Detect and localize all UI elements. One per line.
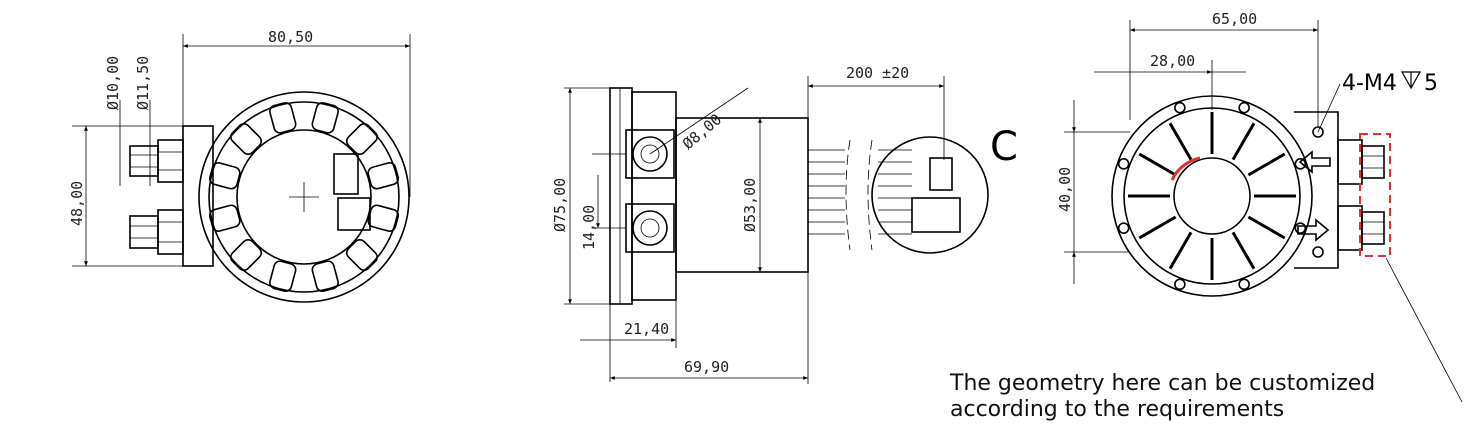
- right-fitting-bottom: [1337, 205, 1385, 251]
- detail-circle: [871, 136, 989, 254]
- detail-connector-top: [929, 157, 953, 191]
- middle-view: C 200 ±20 Ø8,00 Ø75,00 14,00 Ø53,00 21,4…: [551, 64, 1018, 384]
- dim-spacing: 14,00: [580, 205, 598, 250]
- dim-cable-length: 200 ±20: [846, 64, 909, 82]
- screw-hole: [1117, 158, 1130, 170]
- spoke: [1231, 231, 1256, 270]
- flow-in-arrow: [1298, 150, 1331, 174]
- left-fitting-bottom: [129, 209, 184, 255]
- ring-slot: [230, 123, 263, 156]
- right-hub: [1173, 157, 1251, 235]
- thread-depth: 5: [1424, 71, 1438, 96]
- dim-overall-width: 80,50: [268, 28, 313, 46]
- screw-hole: [1117, 222, 1130, 234]
- screw-hole: [1238, 278, 1250, 291]
- middle-housing: [631, 91, 677, 301]
- screw-hole: [1294, 222, 1307, 234]
- dim-dia-inner: Ø10,00: [104, 56, 122, 110]
- note-line-2: according to the requirements: [950, 397, 1284, 422]
- rotation-arrow: [1170, 156, 1201, 181]
- right-manifold: [1294, 111, 1339, 269]
- right-screw-holes: [1117, 101, 1307, 291]
- ring-slot: [367, 162, 400, 190]
- left-rear-block: [182, 125, 214, 267]
- ring-slot: [311, 260, 339, 293]
- dim-dia-rotor: Ø53,00: [741, 178, 759, 232]
- left-fitting-top: [129, 139, 184, 183]
- dim-height: 48,00: [68, 181, 86, 226]
- ring-slot: [208, 204, 241, 232]
- spoke: [1168, 231, 1193, 270]
- left-outer-ring: [198, 91, 410, 303]
- ring-slot: [269, 260, 297, 293]
- dim-half-width: 28,00: [1150, 52, 1195, 70]
- dim-dia-outer: Ø11,50: [134, 56, 152, 110]
- middle-fitting-bottom: [625, 203, 675, 253]
- spoke: [1138, 215, 1177, 240]
- flow-out-arrow: [1297, 218, 1330, 242]
- left-ring-slots: [208, 101, 400, 293]
- detail-connector-bottom: [911, 197, 961, 233]
- spoke: [1247, 152, 1286, 177]
- screw-hole: [1174, 278, 1186, 291]
- note-line-1: The geometry here can be customized: [949, 371, 1375, 396]
- left-center-bore: [236, 129, 372, 265]
- dim-flange: 21,40: [624, 320, 669, 338]
- customizable-region: [1359, 133, 1391, 257]
- dim-dia-small: Ø8,00: [679, 110, 725, 153]
- screw-hole: [1174, 101, 1186, 114]
- ring-slot: [345, 238, 378, 271]
- middle-rotor-body: [675, 117, 809, 273]
- right-fitting-top: [1337, 139, 1385, 185]
- ring-slot: [269, 101, 297, 134]
- ring-slot: [311, 101, 339, 134]
- middle-flange-plate: [609, 87, 633, 305]
- ring-slot: [208, 162, 241, 190]
- ring-slot: [367, 204, 400, 232]
- thread-note: 4-M4: [1342, 71, 1397, 96]
- left-view: 80,50 Ø10,00 Ø11,50 48,00: [68, 28, 411, 303]
- ring-slot: [345, 123, 378, 156]
- ring-slot: [230, 238, 263, 271]
- depth-symbol-icon: [1400, 71, 1422, 90]
- middle-cable-wires: [808, 149, 912, 235]
- spoke: [1138, 152, 1177, 177]
- right-view: 65,00 28,00 40,00 4-M4 5: [1056, 10, 1463, 403]
- right-spokes: [1128, 112, 1296, 280]
- spoke: [1231, 122, 1256, 161]
- dim-height-right: 40,00: [1056, 167, 1074, 212]
- left-inner-ring: [208, 101, 400, 293]
- screw-hole: [1238, 101, 1250, 114]
- dim-dia-body: Ø75,00: [551, 178, 569, 232]
- left-connector-top: [333, 153, 359, 195]
- dim-width: 65,00: [1212, 10, 1257, 28]
- left-connector-bottom: [337, 197, 371, 231]
- screw-hole: [1294, 158, 1307, 170]
- spoke: [1247, 215, 1286, 240]
- dim-length: 69,90: [684, 358, 729, 376]
- spoke: [1168, 122, 1193, 161]
- detail-label: C: [990, 124, 1018, 170]
